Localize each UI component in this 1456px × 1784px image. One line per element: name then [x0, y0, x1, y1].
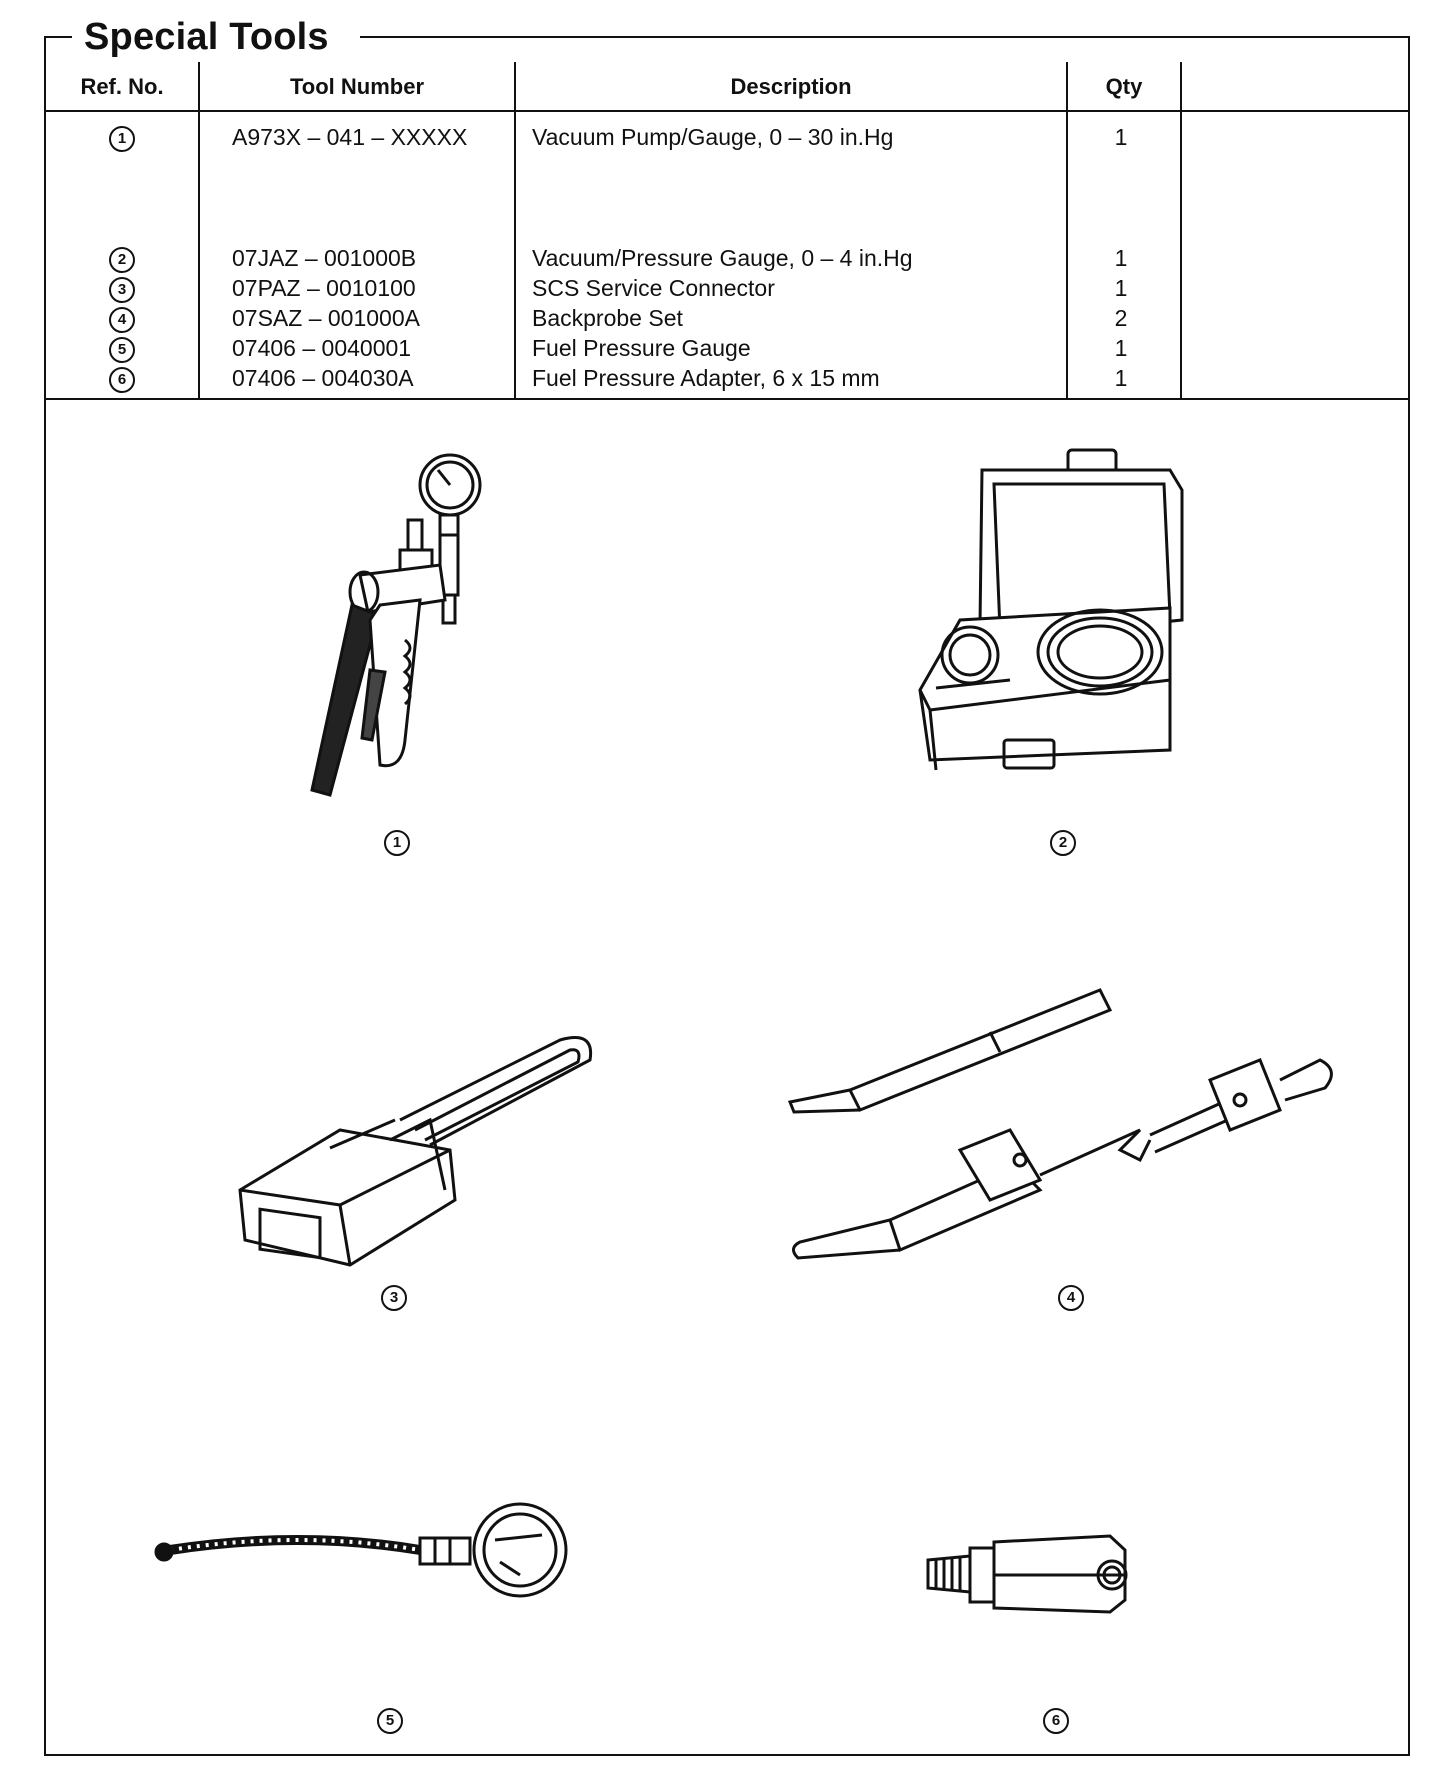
page-title: Special Tools [84, 16, 329, 58]
vacuum-pump-gauge-icon [310, 453, 482, 797]
table-row-ref: 5 [46, 333, 198, 363]
table-row-tool-number: A973X – 041 – XXXXX [232, 124, 468, 150]
figure-caption: 2 [1043, 830, 1083, 856]
column-divider-3 [1066, 62, 1068, 400]
frame-bottom [44, 1754, 1410, 1756]
figure-caption: 1 [377, 830, 417, 856]
figure-caption: 3 [374, 1285, 414, 1311]
scs-connector-icon [238, 1036, 593, 1267]
column-header-tool-number: Tool Number [289, 74, 425, 99]
table-row-ref: 2 [46, 243, 198, 273]
table-row-qty: 1 [1114, 124, 1128, 150]
pressure-gauge-case-icon [918, 448, 1184, 771]
fuel-pressure-gauge-icon [154, 1502, 568, 1598]
table-row-description: Vacuum/Pressure Gauge, 0 – 4 in.Hg [532, 245, 913, 271]
table-row-description: SCS Service Connector [532, 275, 775, 301]
table-row-qty: 1 [1114, 275, 1128, 301]
frame-left [44, 36, 46, 1756]
column-divider-4 [1180, 62, 1182, 400]
backprobe-set-icon [787, 988, 1333, 1260]
table-row-ref: 1 [46, 122, 198, 152]
frame-top-left [44, 36, 72, 38]
table-row-ref: 3 [46, 273, 198, 303]
table-row-qty: 2 [1114, 305, 1128, 331]
table-row-ref: 4 [46, 303, 198, 333]
figure-caption: 6 [1036, 1708, 1076, 1734]
column-divider-1 [198, 62, 200, 400]
table-row-description: Fuel Pressure Gauge [532, 335, 751, 361]
header-divider [44, 110, 1410, 112]
table-row-tool-number: 07406 – 004030A [232, 365, 414, 391]
table-row-qty: 1 [1114, 335, 1128, 361]
table-row-qty: 1 [1114, 245, 1128, 271]
table-row-description: Backprobe Set [532, 305, 683, 331]
column-divider-2 [514, 62, 516, 400]
table-row-tool-number: 07406 – 0040001 [232, 335, 412, 361]
table-row-description: Vacuum Pump/Gauge, 0 – 30 in.Hg [532, 124, 894, 150]
table-row-description: Fuel Pressure Adapter, 6 x 15 mm [532, 365, 880, 391]
column-header-ref: Ref. No. [80, 74, 164, 99]
table-row-qty: 1 [1114, 365, 1128, 391]
column-header-qty: Qty [1105, 74, 1143, 99]
table-row-tool-number: 07JAZ – 001000B [232, 245, 417, 271]
table-row-tool-number: 07SAZ – 001000A [232, 305, 420, 331]
table-row-tool-number: 07PAZ – 0010100 [232, 275, 416, 301]
fuel-pressure-adapter-icon [926, 1534, 1128, 1614]
frame-right [1408, 36, 1410, 1756]
column-header-description: Description [730, 74, 852, 99]
figure-caption: 5 [370, 1708, 410, 1734]
table-bottom-divider [44, 398, 1410, 400]
figure-caption: 4 [1051, 1285, 1091, 1311]
frame-top-right [360, 36, 1410, 38]
table-row-ref: 6 [46, 363, 198, 393]
